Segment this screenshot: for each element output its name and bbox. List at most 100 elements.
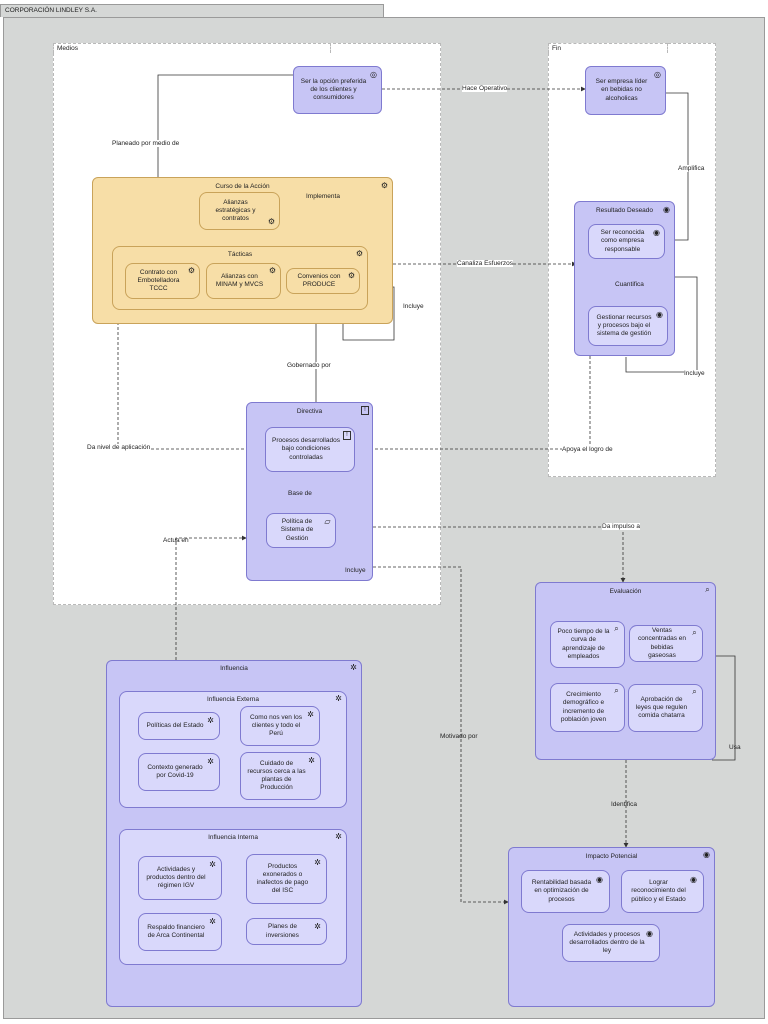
influencer-interna-title: Influencia Interna <box>208 834 258 841</box>
influencer-icon: ✲ <box>207 757 214 766</box>
desired-result-title: Resultado Deseado <box>595 207 654 214</box>
impact-actividades-ley[interactable]: Actividades y procesos desarrollados den… <box>562 924 660 962</box>
influencer-arca-continental[interactable]: Respaldo financiero de Arca Continental … <box>138 913 222 951</box>
magnifier-icon: ⌕ <box>705 585 710 594</box>
course-of-action-title: Curso de la Acción <box>215 183 270 190</box>
policy-sistema-gestion[interactable]: Política de Sistema de Gestión ▱ <box>266 513 336 548</box>
result-empresa-responsable[interactable]: Ser reconocida como empresa responsable … <box>588 224 665 259</box>
course-alianzas-estrategicas[interactable]: Alianzas estratégicas y contratos ⚙ <box>199 192 280 230</box>
label-implementa: Implementa <box>306 193 340 200</box>
influencer-text: Como nos ven los clientes y todo el Perú <box>249 713 303 738</box>
influencer-text: Actividades y productos dentro del régim… <box>146 865 206 890</box>
potential-impact-title: Impacto Potencial <box>585 853 638 860</box>
influencer-text: Productos exonerados o inafectos de pago… <box>256 862 309 895</box>
diagram-title-tab: CORPORACIÓN LINDLEY S.A. <box>0 4 384 17</box>
goal-target-icon: ◎ <box>370 70 377 79</box>
influencer-como-nos-ven[interactable]: Como nos ven los clientes y todo el Perú… <box>240 706 320 746</box>
assessment-curva-aprendizaje[interactable]: Poco tiempo de la curva de aprendizaje d… <box>550 621 625 668</box>
impact-rentabilidad[interactable]: Rentabilidad basada en optimización de p… <box>521 870 610 913</box>
impact-text: Actividades y procesos desarrollados den… <box>569 930 645 955</box>
influencer-icon: ✲ <box>335 694 342 703</box>
assessment-ventas-gaseosas[interactable]: Ventas concentradas en bebidas gaseosas … <box>629 625 703 662</box>
influencer-icon: ✲ <box>314 858 321 867</box>
goal-target-icon: ◎ <box>654 70 661 79</box>
magnifier-icon: ⌕ <box>692 628 697 637</box>
influencer-icon: ✲ <box>209 860 216 869</box>
label-cuantifica: Cuantifica <box>615 281 644 288</box>
label-incluye-tacticas: Incluye <box>403 303 424 310</box>
influencer-exonerados-isc[interactable]: Productos exonerados o inafectos de pago… <box>246 854 327 904</box>
influencer-icon: ✲ <box>314 922 321 931</box>
influencer-regimen-igv[interactable]: Actividades y productos dentro del régim… <box>138 856 222 900</box>
tactic-contrato-text: Contrato con Embotelladora TCCC <box>137 268 180 293</box>
influencer-icon: ✲ <box>335 832 342 841</box>
goal-empresa-lider[interactable]: Ser empresa líder en bebidas no alcoholi… <box>585 66 666 115</box>
label-da-impulso: Da impulso a <box>602 523 640 530</box>
impact-icon: ◉ <box>596 875 603 884</box>
influencer-title: Influencia <box>220 665 248 672</box>
influencer-externa-title: Influencia Externa <box>206 696 260 703</box>
directive-title: Directiva <box>296 408 323 415</box>
label-hace-operativo: Hace Operativo <box>462 85 508 92</box>
tactics-title: Tácticas <box>227 251 253 258</box>
label-motivado-por: Motivado por <box>440 733 478 740</box>
tactic-alianzas-text: Alianzas con MINAM y MVCS <box>215 272 264 288</box>
impact-text: Rentabilidad basada en optimización de p… <box>531 879 592 903</box>
assessment-title: Evaluación <box>609 588 642 595</box>
tactic-icon: ⚙ <box>347 271 356 280</box>
label-actua-en: Actua en <box>163 537 189 544</box>
result-gestionar-recursos[interactable]: Gestionar recursos y procesos bajo el si… <box>588 306 668 346</box>
policy-text: Política de Sistema de Gestión <box>280 518 314 542</box>
label-amplifica: Amplifica <box>678 165 705 172</box>
influencer-politicas-estado[interactable]: Políticas del Estado ✲ <box>138 712 220 740</box>
label-apoya-logro: Apoya el logro de <box>562 446 613 453</box>
course-alianzas-text: Alianzas estratégicas y contratos <box>215 198 256 223</box>
group-fin-label: Fin <box>552 45 562 52</box>
impact-icon: ◉ <box>646 929 653 938</box>
magnifier-icon: ⌕ <box>614 624 619 633</box>
tactic-convenios-produce[interactable]: Convenios con PRODUCE ⚙ <box>286 268 360 294</box>
magnifier-icon: ⌕ <box>692 687 697 696</box>
tactic-icon: ⚙ <box>268 266 277 275</box>
directive-procesos-controlados[interactable]: Procesos desarrollados bajo condiciones … <box>265 427 355 472</box>
tactic-icon: ⚙ <box>187 266 196 275</box>
label-incluye-directiva: Incluye <box>345 567 366 574</box>
assessment-leyes-comida-chatarra[interactable]: Aprobación de leyes que regulen comida c… <box>628 684 703 732</box>
assessment-text: Poco tiempo de la curva de aprendizaje d… <box>557 628 610 660</box>
result-icon: ◉ <box>653 228 660 237</box>
goal-empresa-lider-text: Ser empresa líder en bebidas no alcoholi… <box>595 78 648 102</box>
desired-result-icon: ◉ <box>663 205 670 214</box>
course-icon: ⚙ <box>267 217 276 226</box>
course-of-action-icon: ⚙ <box>380 181 389 190</box>
label-canaliza-esfuerzos: Canaliza Esfuerzos <box>457 260 513 267</box>
impact-icon: ◉ <box>690 875 697 884</box>
directive-procesos-text: Procesos desarrollados bajo condiciones … <box>272 437 340 461</box>
influencer-text: Contexto generado por Covid-19 <box>147 763 203 779</box>
result-gestionar-text: Gestionar recursos y procesos bajo el si… <box>596 313 652 338</box>
influencer-icon: ✲ <box>307 710 314 719</box>
label-incluye-resultado: Incluye <box>684 370 705 377</box>
group-medios-label: Medios <box>57 45 78 52</box>
influencer-planes-inversiones[interactable]: Planes de inversiones ✲ <box>246 918 327 945</box>
tactic-contrato-tccc[interactable]: Contrato con Embotelladora TCCC ⚙ <box>125 263 200 299</box>
label-base-de: Base de <box>288 490 312 497</box>
assessment-container[interactable]: Evaluación ⌕ <box>535 582 716 760</box>
directive-icon: ! <box>343 431 351 440</box>
influencer-text: Respaldo financiero de Arca Continental <box>147 923 205 939</box>
impact-reconocimiento[interactable]: Lograr reconocimiento del público y el E… <box>621 870 704 913</box>
influencer-covid[interactable]: Contexto generado por Covid-19 ✲ <box>138 753 220 791</box>
assessment-text: Aprobación de leyes que regulen comida c… <box>635 695 688 720</box>
impact-icon: ◉ <box>703 850 710 859</box>
policy-parallelogram-icon: ▱ <box>324 517 331 526</box>
influencer-cuidado-recursos[interactable]: Cuidado de recursos cerca a las plantas … <box>240 752 321 800</box>
tactic-alianzas-minam[interactable]: Alianzas con MINAM y MVCS ⚙ <box>206 263 281 299</box>
assessment-text: Crecimiento demográfico e incremento de … <box>560 691 607 723</box>
goal-opcion-preferida[interactable]: Ser la opción preferida de los clientes … <box>293 66 382 114</box>
influencer-icon: ✲ <box>207 716 214 725</box>
tactics-icon: ⚙ <box>355 249 364 258</box>
magnifier-icon: ⌕ <box>614 686 619 695</box>
influencer-icon: ✲ <box>350 663 357 672</box>
assessment-crecimiento-demografico[interactable]: Crecimiento demográfico e incremento de … <box>550 683 625 732</box>
label-da-nivel-aplicacion: Da nivel de aplicación <box>87 444 151 451</box>
diagram-title: CORPORACIÓN LINDLEY S.A. <box>5 7 97 14</box>
